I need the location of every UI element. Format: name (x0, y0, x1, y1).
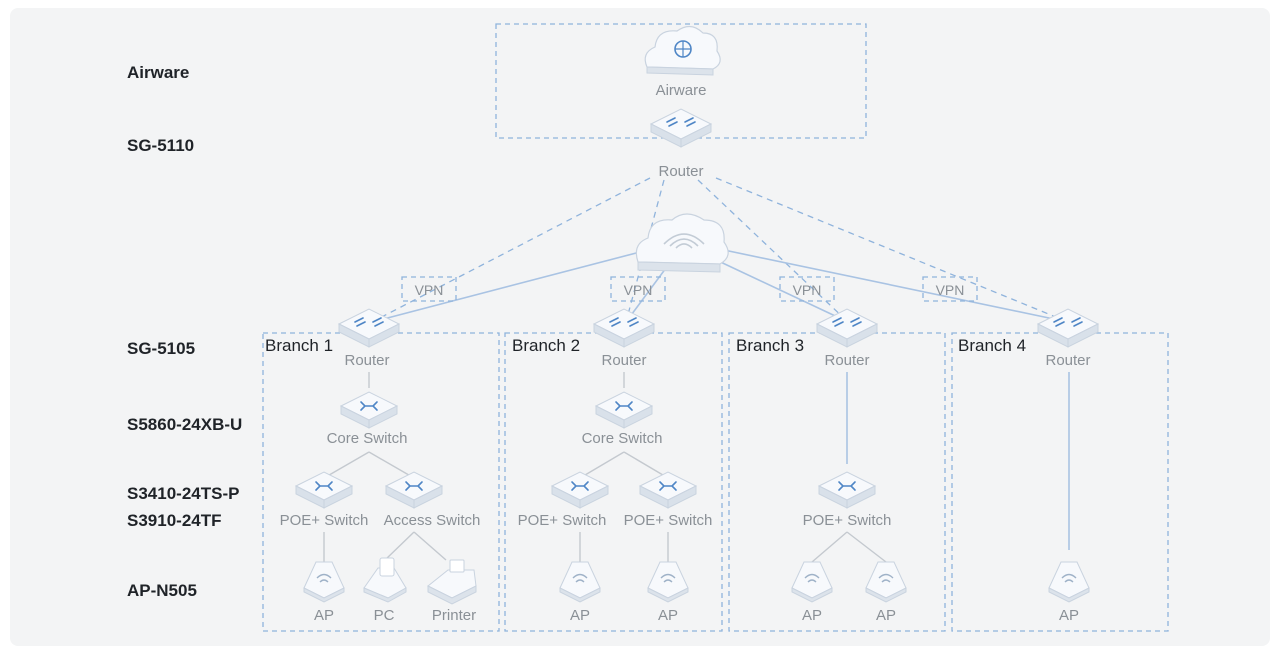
router-icon (338, 308, 400, 348)
vpn-link (371, 177, 651, 323)
router-icon (650, 108, 712, 148)
ap-icon (791, 561, 833, 603)
internet-link (723, 249, 1069, 323)
switch-icon (639, 471, 697, 509)
switch-icon (295, 471, 353, 509)
printer-icon (427, 559, 477, 605)
svg-text:VPN: VPN (415, 282, 444, 298)
vpn-label-1: VPN (401, 276, 457, 302)
switch-icon (340, 391, 398, 429)
branch-1-router-label: Router (344, 352, 389, 369)
tier-label-s5860: S5860-24XB-U (127, 415, 242, 434)
tier-label-sg5105: SG-5105 (127, 339, 195, 358)
branch-3-switch-a-label: POE+ Switch (803, 512, 892, 529)
hq-router-label: Router (658, 163, 703, 180)
branch-2-title: Branch 2 (512, 336, 580, 355)
branch-3-title: Branch 3 (736, 336, 804, 355)
branch-1-dev-1-label: AP (314, 607, 334, 624)
svg-text:VPN: VPN (793, 282, 822, 298)
vpn-label-4: VPN (922, 276, 978, 302)
tier-label-apn505: AP-N505 (127, 581, 197, 600)
branch-4-title: Branch 4 (958, 336, 1026, 355)
branch-2-core-label: Core Switch (582, 430, 663, 447)
vpn-label-2: VPN (610, 276, 666, 302)
branch-1-title: Branch 1 (265, 336, 333, 355)
tier-label-airware: Airware (127, 63, 189, 82)
tier-label-sg5110: SG-5110 (127, 136, 194, 155)
branch-3-dev-1-label: AP (802, 607, 822, 624)
router-icon (593, 308, 655, 348)
vpn-label-3: VPN (779, 276, 835, 302)
tier-label-s3910: S3910-24TF (127, 511, 222, 530)
branch-1-switch-b-label: Access Switch (384, 512, 481, 529)
switch-icon (551, 471, 609, 509)
pc-icon (363, 557, 407, 603)
svg-text:VPN: VPN (936, 282, 965, 298)
switch-icon (818, 471, 876, 509)
cloud-icon (644, 25, 721, 76)
branch-1-switch-a-label: POE+ Switch (280, 512, 369, 529)
ap-icon (303, 561, 345, 603)
hq-cloud-label: Airware (656, 82, 707, 99)
internet-link (711, 257, 849, 323)
branch-4-dev-1-label: AP (1059, 607, 1079, 624)
router-icon (816, 308, 878, 348)
branch-2-dev-1-label: AP (570, 607, 590, 624)
vpn-link (625, 179, 665, 323)
switch-icon (595, 391, 653, 429)
branch-3-dev-2-label: AP (876, 607, 896, 624)
branch-2-switch-b-label: POE+ Switch (624, 512, 713, 529)
svg-text:VPN: VPN (624, 282, 653, 298)
branch-3-router-label: Router (824, 352, 869, 369)
branch-4-router-label: Router (1045, 352, 1090, 369)
tier-label-s3410: S3410-24TS-P (127, 484, 239, 503)
ap-icon (647, 561, 689, 603)
branch-box-2 (504, 332, 723, 632)
internet-link (371, 251, 641, 323)
vpn-link (697, 179, 849, 323)
branch-2-switch-a-label: POE+ Switch (518, 512, 607, 529)
branch-1-dev-3-label: Printer (432, 607, 476, 624)
ap-icon (865, 561, 907, 603)
branch-1-dev-2-label: PC (374, 607, 395, 624)
branch-2-dev-2-label: AP (658, 607, 678, 624)
internet-icon (635, 213, 729, 273)
router-icon (1037, 308, 1099, 348)
branch-1-core-label: Core Switch (327, 430, 408, 447)
ap-icon (1048, 561, 1090, 603)
branch-2-router-label: Router (601, 352, 646, 369)
ap-icon (559, 561, 601, 603)
switch-icon (385, 471, 443, 509)
vpn-link (715, 177, 1069, 323)
